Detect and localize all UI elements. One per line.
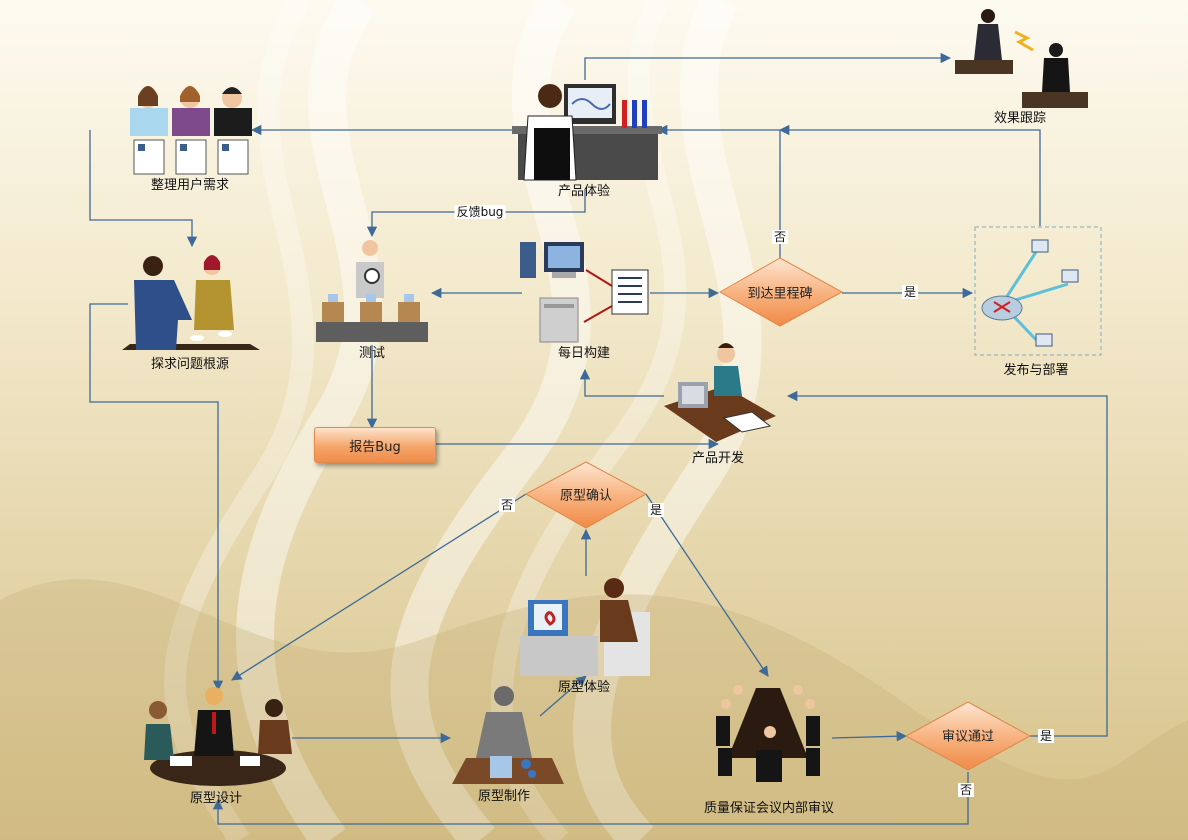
connector-confirm-no-to-design bbox=[231, 493, 527, 681]
woman-at-computer-icon bbox=[520, 578, 650, 676]
connector-rootcause-to-design bbox=[89, 303, 224, 692]
connector-qa-to-review bbox=[831, 731, 908, 742]
edge-label-confirm-yes: 是 bbox=[647, 503, 665, 517]
edge-label-feedback-bug: 反馈bug bbox=[454, 205, 506, 219]
decision-review-passed-label: 审议通过 bbox=[941, 729, 995, 745]
decision-prototype-confirm[interactable] bbox=[524, 461, 648, 529]
edge-label-review-no: 否 bbox=[957, 783, 975, 797]
connector-experience-to-tracking bbox=[584, 52, 952, 80]
connector-confirm-yes-to-qa bbox=[645, 493, 769, 677]
label-qa-internal-review: 质量保证会议内部审议 bbox=[703, 801, 835, 816]
user-profiles-icon bbox=[130, 86, 252, 175]
decision-prototype-confirm-label: 原型确认 bbox=[559, 488, 613, 504]
computer-and-printer-icon bbox=[520, 242, 649, 343]
meeting-people-icon bbox=[122, 255, 260, 350]
report-bug-label: 报告Bug bbox=[349, 439, 401, 455]
label-prototype-experience: 原型体验 bbox=[557, 680, 611, 695]
conference-table-icon bbox=[716, 685, 820, 782]
label-organize-requirements: 整理用户需求 bbox=[150, 178, 230, 193]
decision-reach-milestone[interactable] bbox=[718, 257, 844, 327]
connector-review-no-to-design bbox=[212, 772, 969, 825]
edge-label-review-yes: 是 bbox=[1037, 729, 1055, 743]
label-product-development: 产品开发 bbox=[691, 451, 745, 466]
label-product-experience: 产品体验 bbox=[557, 184, 611, 199]
connector-review-yes-to-development bbox=[786, 390, 1108, 737]
report-bug-node[interactable]: 报告Bug bbox=[314, 427, 436, 463]
decision-review-passed[interactable] bbox=[904, 701, 1032, 771]
design-meeting-icon bbox=[144, 687, 292, 786]
connector-requirements-to-rootcause bbox=[89, 130, 198, 248]
connector-release-to-experience bbox=[778, 124, 1041, 226]
edge-label-confirm-no: 否 bbox=[498, 498, 516, 512]
network-router-icon bbox=[974, 226, 1102, 356]
user-at-computer-icon bbox=[512, 84, 662, 181]
label-release-deploy: 发布与部署 bbox=[1003, 363, 1069, 378]
connector-production-to-prototype-experience bbox=[539, 675, 587, 717]
label-results-tracking: 效果跟踪 bbox=[993, 111, 1047, 126]
connector-milestone-no-to-experience bbox=[656, 124, 781, 258]
label-find-root-cause: 探求问题根源 bbox=[150, 357, 230, 372]
edge-label-milestone-no: 否 bbox=[771, 230, 789, 244]
connector-development-to-build bbox=[579, 368, 664, 397]
people-on-phone-icon bbox=[955, 9, 1088, 108]
tester-with-magnifier-icon bbox=[316, 240, 428, 342]
label-daily-build: 每日构建 bbox=[557, 346, 611, 361]
edge-label-milestone-yes: 是 bbox=[901, 285, 919, 299]
decision-reach-milestone-label: 到达里程碑 bbox=[747, 286, 813, 302]
worker-with-tools-icon bbox=[452, 686, 564, 784]
label-prototype-production: 原型制作 bbox=[477, 789, 531, 804]
label-testing: 测试 bbox=[358, 346, 386, 361]
developer-at-desk-icon bbox=[664, 343, 776, 442]
label-prototype-design: 原型设计 bbox=[189, 791, 243, 806]
decision-shapes bbox=[524, 257, 1032, 771]
